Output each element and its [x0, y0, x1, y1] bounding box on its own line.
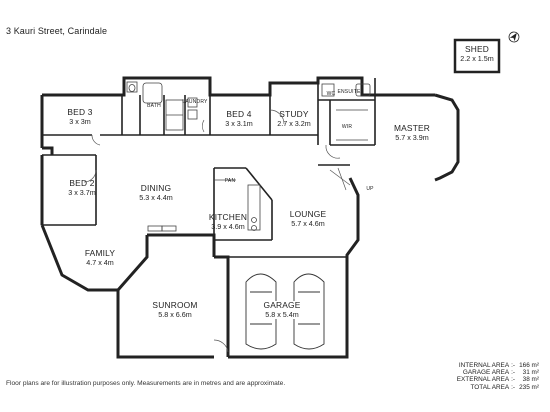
area-separator: :-	[511, 383, 515, 391]
room-dimensions: 3 x 3m	[69, 116, 91, 126]
room-dimensions: 5.7 x 4.6m	[291, 218, 325, 228]
room-kitchen: KITCHEN 3.9 x 4.6m	[208, 212, 248, 231]
label-wc: WC	[326, 91, 336, 97]
area-value: 31 m²	[522, 369, 539, 377]
disclaimer: Floor plans are for illustration purpose…	[6, 380, 286, 387]
room-shed: SHED 2.2 x 1.5m	[460, 44, 494, 63]
room-dimensions: 5.8 x 6.6m	[158, 309, 192, 319]
room-sunroom: SUNROOM 5.8 x 6.6m	[152, 300, 198, 319]
room-name: DINING	[140, 183, 172, 193]
room-name: LOUNGE	[289, 209, 327, 219]
room-dimensions: 2.2 x 1.5m	[460, 53, 494, 63]
interior-walls	[42, 78, 376, 258]
room-dimensions: 5.8 x 5.4m	[265, 309, 299, 319]
label-bath: BATH	[147, 103, 161, 109]
room-bed3: BED 3 3 x 3m	[67, 107, 93, 126]
room-dimensions: 4.7 x 4m	[86, 257, 114, 267]
room-dimensions: 2.7 x 3.2m	[277, 118, 311, 128]
area-row: INTERNAL AREA:- 166 m²	[456, 362, 540, 369]
room-bed2: BED 2 3 x 3.7m	[68, 178, 96, 197]
room-dimensions: 3 x 3.1m	[225, 118, 253, 128]
area-value: 38 m²	[522, 376, 539, 384]
room-dimensions: 5.3 x 4.4m	[139, 192, 173, 202]
room-name: KITCHEN	[208, 212, 248, 222]
area-name: EXTERNAL AREA	[456, 376, 510, 384]
car-icon	[245, 273, 325, 350]
area-separator: :-	[511, 376, 515, 384]
room-name: MASTER	[393, 123, 431, 133]
room-bed4: BED 4 3 x 3.1m	[225, 109, 253, 128]
label-pantry: PAN	[224, 178, 236, 184]
room-garage: GARAGE 5.8 x 5.4m	[261, 300, 303, 319]
label-wir: WIR	[341, 124, 353, 130]
area-separator: :-	[511, 369, 515, 377]
room-name: BED 2	[69, 178, 95, 188]
label-up: UP	[366, 186, 374, 192]
shed-walls	[453, 38, 501, 74]
room-name: GARAGE	[263, 300, 301, 310]
room-lounge: LOUNGE 5.7 x 4.6m	[289, 209, 327, 228]
fixtures	[126, 81, 371, 232]
area-name: INTERNAL AREA	[458, 362, 510, 369]
area-separator: :-	[511, 362, 515, 369]
room-name: BED 3	[67, 107, 93, 117]
area-row: TOTAL AREA:- 235 m²	[456, 384, 540, 391]
room-name: SUNROOM	[152, 300, 198, 310]
room-dining: DINING 5.3 x 4.4m	[139, 183, 173, 202]
compass-icon	[508, 31, 520, 43]
area-name: TOTAL AREA	[470, 383, 510, 391]
room-master: MASTER 5.7 x 3.9m	[393, 123, 431, 142]
area-value: 235 m²	[519, 383, 539, 391]
room-name: SHED	[464, 44, 490, 54]
label-ensuite: ENSUITE	[337, 89, 361, 95]
room-dimensions: 5.7 x 3.9m	[395, 132, 429, 142]
area-value: 166 m²	[519, 362, 539, 369]
area-row: EXTERNAL AREA:- 38 m²	[456, 376, 540, 383]
room-dimensions: 3 x 3.7m	[68, 187, 96, 197]
exterior-walls	[40, 76, 460, 359]
room-name: BED 4	[226, 109, 252, 119]
label-laundry: LAUNDRY	[182, 99, 208, 105]
doors	[83, 109, 351, 353]
room-family: FAMILY 4.7 x 4m	[84, 248, 116, 267]
room-dimensions: 3.9 x 4.6m	[211, 221, 245, 231]
room-name: STUDY	[279, 109, 309, 119]
room-name: FAMILY	[84, 248, 116, 258]
area-row: GARAGE AREA:- 31 m²	[456, 369, 540, 376]
property-address: 3 Kauri Street, Carindale	[6, 26, 108, 36]
room-study: STUDY 2.7 x 3.2m	[277, 109, 311, 128]
area-name: GARAGE AREA	[462, 369, 510, 377]
